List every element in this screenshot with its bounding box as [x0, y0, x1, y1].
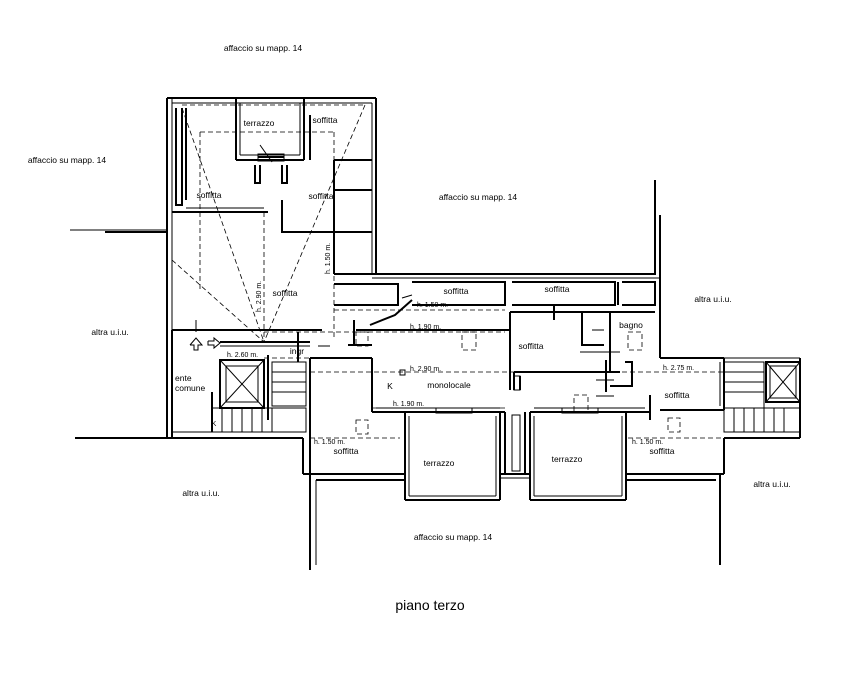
label-h-150-c: h. 1.50 m. [632, 439, 663, 446]
label-soffitta-2: soffitta [197, 190, 222, 200]
label-affaccio-left: affaccio su mapp. 14 [28, 155, 107, 165]
label-soffitta-4: soffitta [273, 288, 298, 298]
site-boundaries [70, 229, 800, 359]
label-h-275: h. 2.75 m. [663, 365, 694, 372]
label-altra-bottom-left: altra u.i.u. [182, 488, 219, 498]
label-terrazzo-bottom-left: terrazzo [424, 458, 455, 468]
label-soffitta-7: soffitta [519, 341, 544, 351]
label-bagno: bagno [619, 320, 643, 330]
label-soffitta-3: soffitta [309, 191, 334, 201]
label-terrazzo-bottom-right: terrazzo [552, 454, 583, 464]
label-h-150-a: h. 1.50 m. [417, 302, 448, 309]
room-labels: affaccio su mapp. 14 affaccio su mapp. 1… [28, 43, 791, 542]
label-h-290-vert: h. 2.90 m. [256, 281, 263, 312]
label-terrazzo-top: terrazzo [244, 118, 275, 128]
label-altra-right: altra u.i.u. [694, 294, 731, 304]
label-comune: comune [175, 383, 206, 393]
label-soffitta-5: soffitta [444, 286, 469, 296]
ente-comune-stairs [171, 320, 307, 438]
label-soffitta-9: soffitta [334, 446, 359, 456]
label-altra-bottom-right: altra u.i.u. [753, 479, 790, 489]
lower-walls [75, 358, 800, 570]
label-k2: K [212, 421, 217, 428]
label-affaccio-mid: affaccio su mapp. 14 [439, 192, 518, 202]
label-ingr: ingr [290, 346, 304, 356]
label-soffitta-1: soffitta [313, 115, 338, 125]
label-k: K [387, 381, 393, 391]
label-h-190-a: h. 1.90 m. [410, 324, 441, 331]
label-soffitta-6: soffitta [545, 284, 570, 294]
label-h-150-b: h. 1.50 m. [314, 439, 345, 446]
label-h-150-vert: h. 1.50 m. [325, 243, 332, 274]
label-ente: ente [175, 373, 192, 383]
label-h-260: h. 2.60 m. [227, 352, 258, 359]
height-lines [264, 309, 724, 439]
label-soffitta-10: soffitta [650, 446, 675, 456]
plan-title: piano terzo [395, 597, 464, 613]
label-h-190-b: h. 1.90 m. [393, 401, 424, 408]
roof-lines [171, 104, 366, 343]
label-monolocale: monolocale [427, 380, 471, 390]
label-affaccio-bottom: affaccio su mapp. 14 [414, 532, 493, 542]
label-affaccio-top: affaccio su mapp. 14 [224, 43, 303, 53]
label-h-290-b: h. 2.90 m. [410, 366, 441, 373]
label-soffitta-8: soffitta [665, 390, 690, 400]
right-stairs [723, 358, 801, 438]
label-altra-left: altra u.i.u. [91, 327, 128, 337]
